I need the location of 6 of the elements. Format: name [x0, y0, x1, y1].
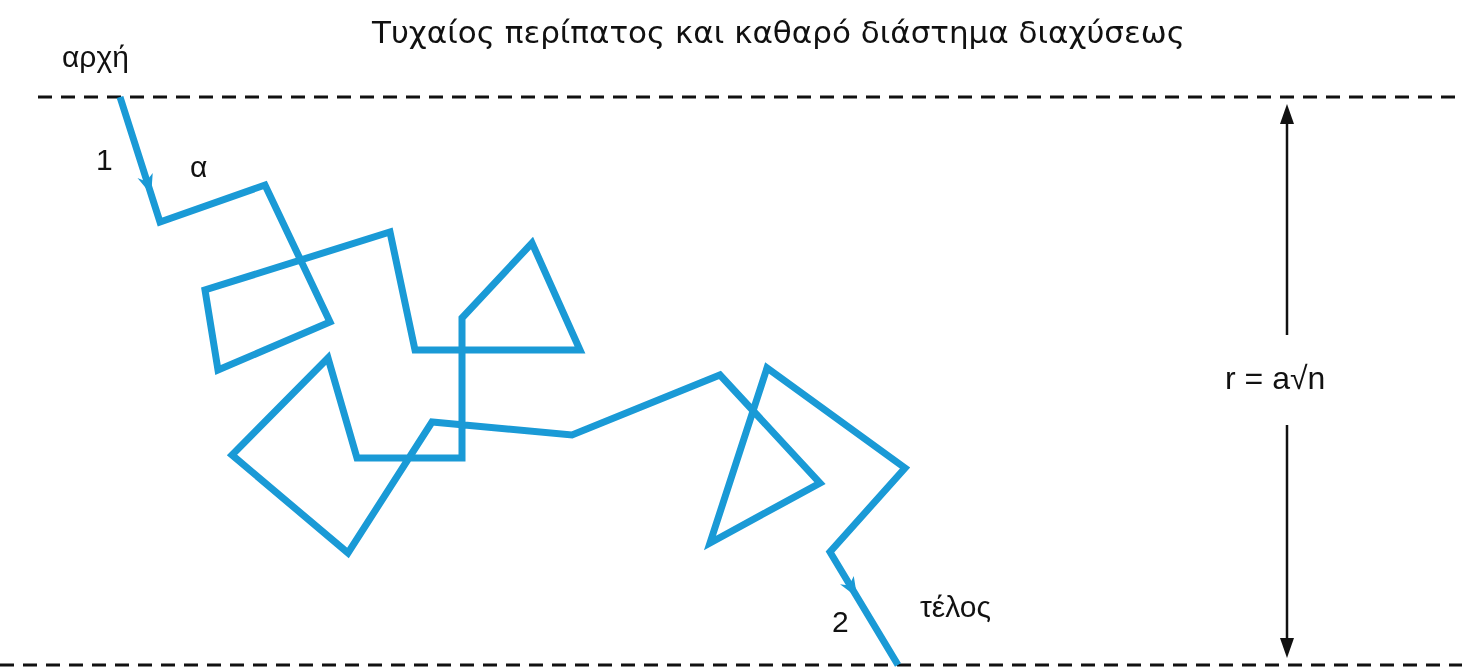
label-text: α	[190, 150, 208, 184]
label-text: 1	[96, 143, 113, 177]
label-text: τέλος	[920, 590, 991, 624]
label-text: αρχή	[62, 40, 129, 74]
title: Τυχαίος περίπατος και καθαρό διάστημα διαχύσεως	[372, 14, 1185, 50]
label-text: 2	[832, 605, 849, 639]
